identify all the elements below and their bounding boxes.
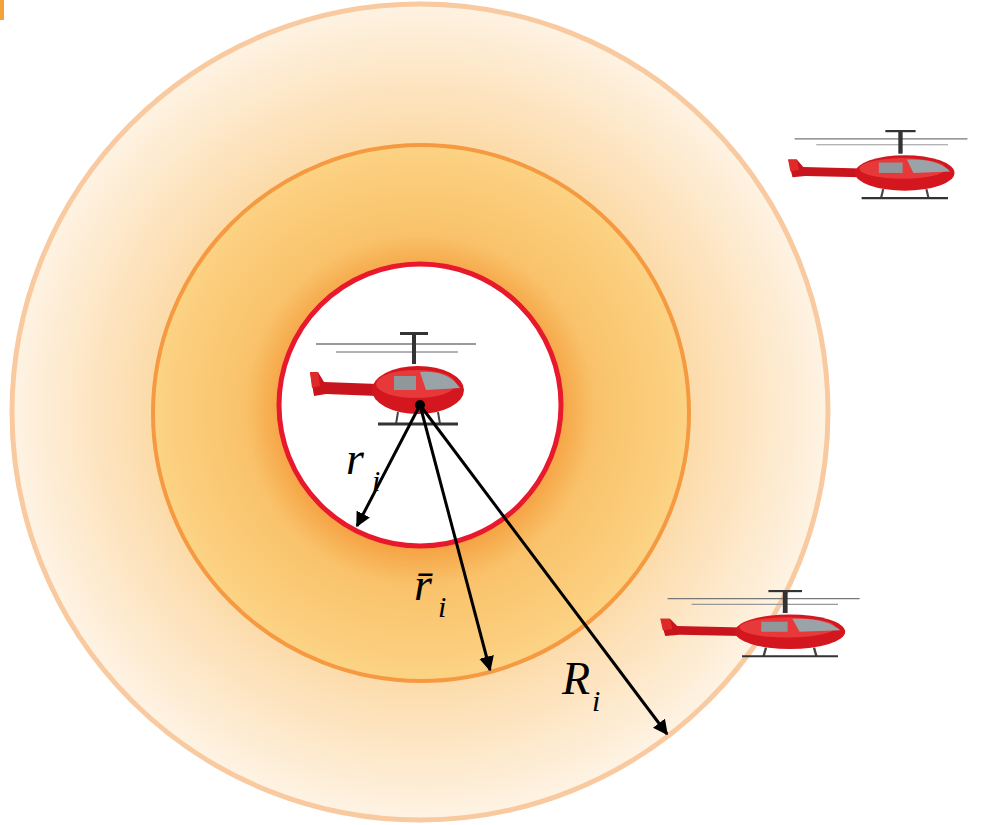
middle-circle — [153, 145, 689, 681]
radius-arrow — [420, 405, 490, 670]
radius-symbol: R — [562, 656, 590, 702]
radius-arrow — [420, 405, 667, 734]
radius-arrow — [357, 405, 420, 526]
subscript: i — [372, 466, 380, 496]
outer-circle — [12, 4, 828, 820]
subscript: i — [438, 592, 446, 622]
helicopter — [788, 130, 967, 198]
corner-bar — [0, 0, 4, 20]
helicopter — [660, 590, 859, 656]
subscript: i — [592, 686, 600, 716]
radius-symbol: r — [346, 436, 364, 482]
radius-symbol: r̄ — [414, 562, 432, 608]
helicopter — [310, 332, 476, 424]
